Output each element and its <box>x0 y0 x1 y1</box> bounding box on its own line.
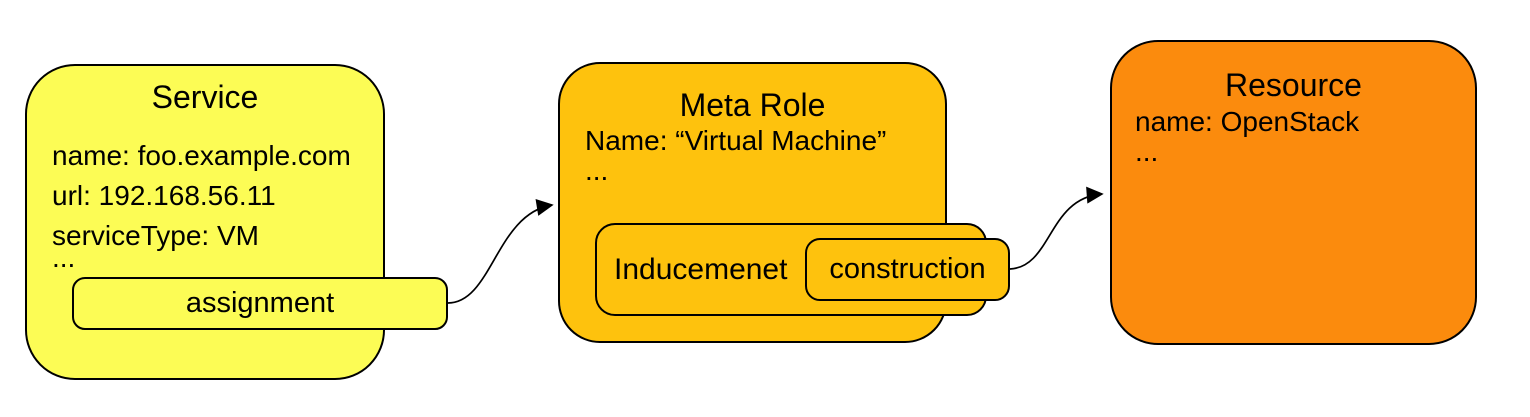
resource-attr-name: name: OpenStack <box>1135 106 1360 137</box>
service-attr-ellipsis: ... <box>52 242 76 273</box>
service-attr-url: url: 192.168.56.11 <box>52 180 276 211</box>
service-title: Service <box>151 79 259 115</box>
construction-label: construction <box>829 253 986 285</box>
assignment-box: assignment <box>72 277 448 330</box>
service-attr-servicetype: serviceType: VM <box>52 220 259 251</box>
meta-role-title: Meta Role <box>679 87 826 123</box>
inducement-label: Inducemenet <box>614 252 788 286</box>
meta-role-attr-name: Name: “Virtual Machine” <box>585 125 887 156</box>
meta-role-attr-ellipsis: ... <box>585 155 609 186</box>
resource-title: Resource <box>1225 67 1362 103</box>
resource-box: Resource name: OpenStack ... <box>1110 40 1477 345</box>
assignment-label: assignment <box>185 287 335 319</box>
service-attr-name: name: foo.example.com <box>52 140 351 171</box>
resource-attr-ellipsis: ... <box>1135 136 1159 167</box>
construction-to-resource-arrow <box>1009 186 1104 270</box>
assignment-to-metarole-arrow <box>447 199 554 304</box>
construction-box: construction <box>805 238 1010 301</box>
service-box: Service name: foo.example.com url: 192.1… <box>25 64 385 380</box>
